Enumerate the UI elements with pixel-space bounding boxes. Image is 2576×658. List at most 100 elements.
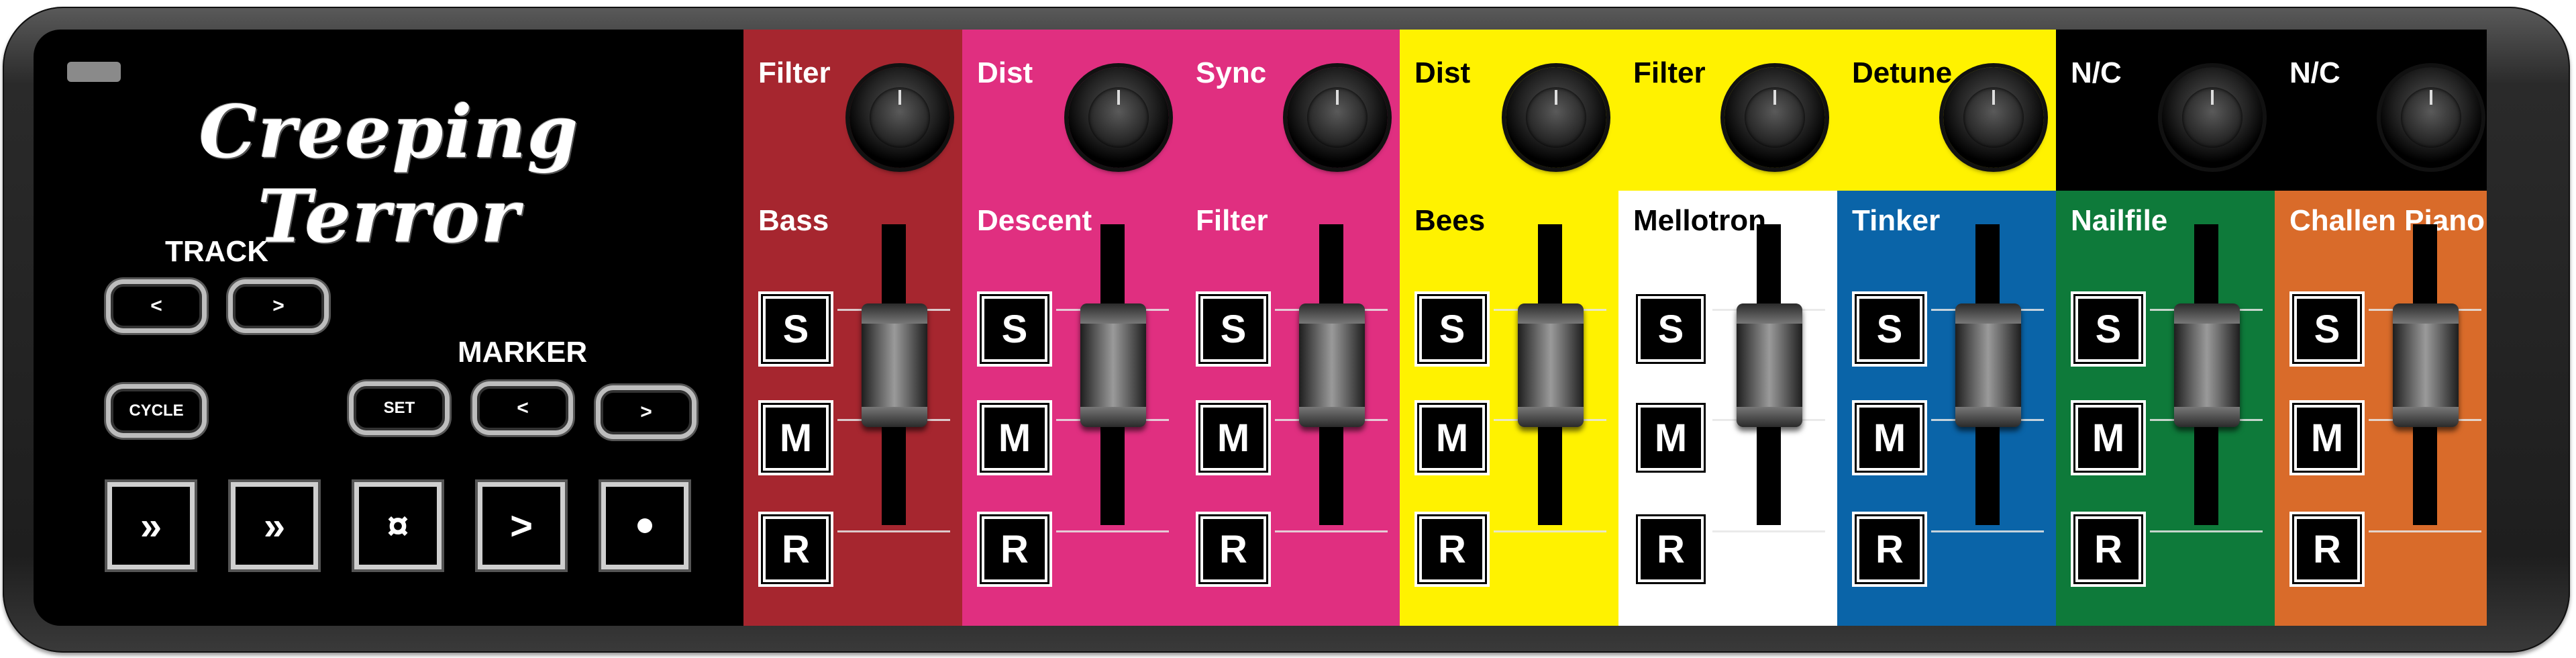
solo-button[interactable]: S	[1196, 291, 1271, 367]
solo-button[interactable]: S	[977, 291, 1052, 367]
record-button[interactable]: R	[1852, 512, 1927, 587]
fader-tick	[837, 530, 950, 532]
rotary-knob[interactable]	[849, 67, 950, 168]
record-button[interactable]: R	[2289, 512, 2365, 587]
mute-button[interactable]: M	[758, 400, 833, 475]
solo-button[interactable]: S	[2071, 291, 2146, 367]
knob-section: Dist	[1400, 30, 1618, 191]
volume-fader[interactable]	[1299, 303, 1365, 427]
knob-label: Filter	[758, 56, 831, 89]
play-button[interactable]: >	[478, 482, 565, 569]
power-led	[67, 62, 121, 82]
volume-fader[interactable]	[1518, 303, 1584, 427]
record-button[interactable]	[601, 482, 688, 569]
marker-label: MARKER	[458, 336, 588, 369]
knob-label: N/C	[2071, 56, 2122, 89]
record-button[interactable]: R	[1414, 512, 1490, 587]
rotary-knob[interactable]	[2381, 67, 2481, 168]
channel-name: Bees	[1414, 204, 1486, 237]
cycle-button[interactable]: CYCLE	[106, 384, 207, 438]
set-marker-button[interactable]: SET	[349, 381, 450, 435]
channel-name: Nailfile	[2071, 204, 2168, 237]
device-title: Creeping Terror	[199, 90, 580, 259]
volume-fader[interactable]	[862, 303, 927, 427]
volume-fader[interactable]	[1955, 303, 2021, 427]
fast-forward-button[interactable]: »	[231, 482, 318, 569]
fader-tick	[2150, 530, 2263, 532]
rotary-knob[interactable]	[1506, 67, 1606, 168]
knob-section: Filter	[743, 30, 962, 191]
record-button[interactable]: R	[977, 512, 1052, 587]
record-button[interactable]: R	[2071, 512, 2146, 587]
fader-tick	[1712, 530, 1825, 532]
record-dot-icon	[637, 518, 652, 533]
rewind-button[interactable]: »	[107, 482, 195, 569]
track-label: TRACK	[165, 235, 268, 268]
rotary-knob[interactable]	[1068, 67, 1169, 168]
fader-tick	[1494, 530, 1606, 532]
solo-button[interactable]: S	[1633, 291, 1708, 367]
channel-name: Mellotron	[1633, 204, 1766, 237]
solo-button[interactable]: S	[758, 291, 833, 367]
record-button[interactable]: R	[1633, 512, 1708, 587]
fader-tick	[2369, 530, 2481, 532]
solo-button[interactable]: S	[1852, 291, 1927, 367]
knob-section: Sync	[1181, 30, 1400, 191]
record-button[interactable]: R	[758, 512, 833, 587]
solo-button[interactable]: S	[1414, 291, 1490, 367]
record-button[interactable]: R	[1196, 512, 1271, 587]
track-prev-button[interactable]: <	[106, 279, 207, 333]
volume-fader[interactable]	[2174, 303, 2240, 427]
rotary-knob[interactable]	[2162, 67, 2263, 168]
volume-fader[interactable]	[1080, 303, 1146, 427]
knob-label: Dist	[977, 56, 1033, 89]
knob-section: Detune	[1837, 30, 2056, 191]
channel-name: Challen Piano	[2289, 204, 2485, 237]
mute-button[interactable]: M	[1852, 400, 1927, 475]
mute-button[interactable]: M	[1196, 400, 1271, 475]
knob-section: N/C	[2275, 30, 2487, 191]
volume-fader[interactable]	[1737, 303, 1802, 427]
marker-prev-button[interactable]: <	[472, 381, 573, 435]
mute-button[interactable]: M	[1414, 400, 1490, 475]
stop-button[interactable]: ¤	[354, 482, 442, 569]
knob-section: Filter	[1618, 30, 1837, 191]
marker-next-button[interactable]: >	[596, 385, 697, 439]
knob-label: Detune	[1852, 56, 1953, 89]
mute-button[interactable]: M	[2071, 400, 2146, 475]
channel-name: Bass	[758, 204, 829, 237]
knob-label: N/C	[2289, 56, 2340, 89]
fader-tick	[1275, 530, 1388, 532]
mute-button[interactable]: M	[977, 400, 1052, 475]
fader-tick	[1931, 530, 2044, 532]
channel-name: Tinker	[1852, 204, 1941, 237]
volume-fader[interactable]	[2393, 303, 2459, 427]
channel-name: Filter	[1196, 204, 1268, 237]
rotary-knob[interactable]	[1287, 67, 1388, 168]
channel-name: Descent	[977, 204, 1092, 237]
knob-label: Dist	[1414, 56, 1471, 89]
knob-label: Sync	[1196, 56, 1267, 89]
rotary-knob[interactable]	[1724, 67, 1825, 168]
solo-button[interactable]: S	[2289, 291, 2365, 367]
knob-section: N/C	[2056, 30, 2275, 191]
mute-button[interactable]: M	[2289, 400, 2365, 475]
mute-button[interactable]: M	[1633, 400, 1708, 475]
knob-label: Filter	[1633, 56, 1706, 89]
track-next-button[interactable]: >	[228, 279, 329, 333]
rotary-knob[interactable]	[1943, 67, 2044, 168]
